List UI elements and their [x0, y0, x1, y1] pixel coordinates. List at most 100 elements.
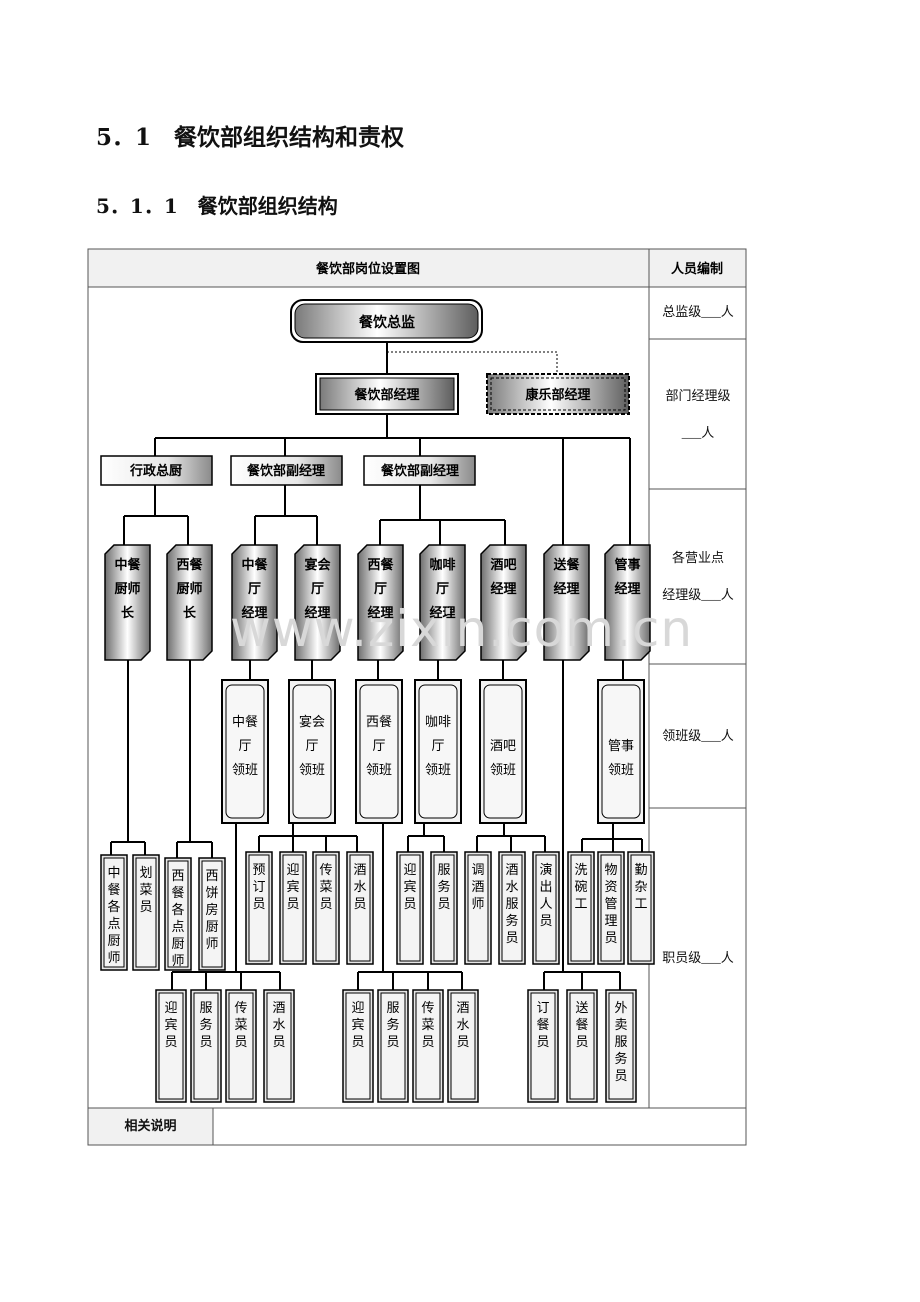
- svg-text:餐饮部副经理: 餐饮部副经理: [380, 463, 459, 479]
- svg-text:宾: 宾: [403, 879, 416, 894]
- svg-text:餐: 餐: [171, 885, 184, 900]
- staff-top-15: 勤杂工: [627, 851, 655, 965]
- svg-text:传: 传: [234, 1000, 247, 1015]
- svg-text:领班: 领班: [425, 762, 451, 777]
- svg-text:长: 长: [183, 605, 197, 621]
- svg-text:经理: 经理: [614, 581, 640, 597]
- svg-text:物: 物: [604, 862, 617, 877]
- staff-bottom-1: 服务员: [190, 989, 222, 1103]
- staff-top-6: 传菜员: [312, 851, 340, 965]
- svg-text:经理: 经理: [367, 605, 393, 621]
- svg-text:点: 点: [171, 919, 184, 934]
- svg-text:餐饮部经理: 餐饮部经理: [353, 387, 419, 403]
- svg-text:宴会: 宴会: [304, 557, 331, 573]
- svg-text:点: 点: [107, 916, 120, 931]
- svg-text:西: 西: [205, 868, 218, 883]
- col2-header: 人员编制: [671, 261, 723, 277]
- svg-text:厨: 厨: [107, 933, 120, 948]
- staff-bottom-6: 传菜员: [412, 989, 444, 1103]
- svg-text:领班: 领班: [366, 762, 392, 777]
- svg-text:外: 外: [614, 1000, 627, 1015]
- svg-text:厨师: 厨师: [114, 581, 140, 597]
- svg-text:经理: 经理: [241, 605, 267, 621]
- watermark: www.zixin.com.cn: [230, 600, 694, 658]
- svg-text:康乐部经理: 康乐部经理: [525, 387, 590, 403]
- svg-text:厅: 厅: [238, 738, 251, 753]
- svg-text:订: 订: [252, 879, 265, 894]
- svg-text:员: 员: [614, 1068, 627, 1083]
- svg-text:中餐: 中餐: [241, 557, 268, 573]
- exec-chef-node: 行政总厨: [100, 455, 213, 486]
- svg-text:员: 员: [575, 1034, 588, 1049]
- svg-text:行政总厨: 行政总厨: [129, 463, 182, 479]
- svg-text:员: 员: [351, 1034, 364, 1049]
- svg-text:员: 员: [272, 1034, 285, 1049]
- svg-text:工: 工: [634, 896, 647, 911]
- svg-text:中: 中: [107, 865, 120, 880]
- svg-text:服: 服: [614, 1034, 627, 1049]
- svg-text:洗: 洗: [574, 862, 587, 877]
- svg-text:员: 员: [252, 896, 265, 911]
- staff: 中餐各点厨师划菜员西餐各点厨师西饼房厨师预订员迎宾员传菜员酒水员迎宾员服务员调酒…: [100, 851, 655, 1103]
- svg-text:员: 员: [386, 1034, 399, 1049]
- svg-text:杂: 杂: [634, 879, 647, 894]
- svg-text:员: 员: [286, 896, 299, 911]
- staff-top-7: 酒水员: [346, 851, 374, 965]
- staff-bottom-8: 订餐员: [527, 989, 559, 1103]
- svg-text:服: 服: [386, 1000, 399, 1015]
- svg-text:宾: 宾: [286, 879, 299, 894]
- staff-bottom-5: 服务员: [377, 989, 409, 1103]
- level-supervisor: 领班级___人: [662, 728, 734, 743]
- header-bg: [88, 249, 746, 287]
- svg-text:迎: 迎: [286, 862, 299, 877]
- svg-text:厅: 厅: [305, 738, 318, 753]
- svg-text:领班: 领班: [608, 762, 634, 777]
- svg-text:厨师: 厨师: [176, 581, 202, 597]
- svg-text:酒: 酒: [471, 879, 484, 894]
- svg-text:务: 务: [614, 1051, 627, 1066]
- svg-text:水: 水: [456, 1017, 469, 1032]
- svg-text:勤: 勤: [634, 862, 647, 877]
- staff-top-1: 划菜员: [132, 854, 160, 971]
- outlet-managers: 中餐厨师长西餐厨师长中餐厅经理宴会厅经理西餐厅经理咖啡厅经理酒吧经理送餐经理管事…: [104, 544, 651, 661]
- svg-text:酒: 酒: [272, 1000, 285, 1015]
- svg-text:厅: 厅: [436, 582, 449, 597]
- svg-text:迎: 迎: [351, 1000, 364, 1015]
- svg-text:宾: 宾: [351, 1017, 364, 1032]
- svg-text:中餐: 中餐: [114, 557, 141, 573]
- svg-text:酒吧: 酒吧: [490, 558, 516, 573]
- svg-text:各: 各: [107, 899, 120, 914]
- svg-text:人: 人: [539, 896, 552, 911]
- staff-top-4: 预订员: [245, 851, 273, 965]
- director-node: 餐饮总监: [290, 299, 483, 343]
- svg-text:员: 员: [234, 1034, 247, 1049]
- svg-text:员: 员: [505, 930, 518, 945]
- svg-text:厅: 厅: [431, 738, 444, 753]
- svg-text:送: 送: [575, 1000, 588, 1015]
- staff-top-8: 迎宾员: [396, 851, 424, 965]
- svg-text:菜: 菜: [319, 879, 332, 894]
- svg-text:出: 出: [539, 879, 552, 894]
- svg-text:宾: 宾: [164, 1017, 177, 1032]
- svg-text:领班: 领班: [232, 762, 258, 777]
- level-staff: 职员级___人: [662, 950, 734, 965]
- connectors: [110, 342, 643, 990]
- staff-bottom-9: 送餐员: [566, 989, 598, 1103]
- svg-text:务: 务: [505, 913, 518, 928]
- svg-text:酒: 酒: [505, 862, 518, 877]
- staff-bottom-7: 酒水员: [447, 989, 479, 1103]
